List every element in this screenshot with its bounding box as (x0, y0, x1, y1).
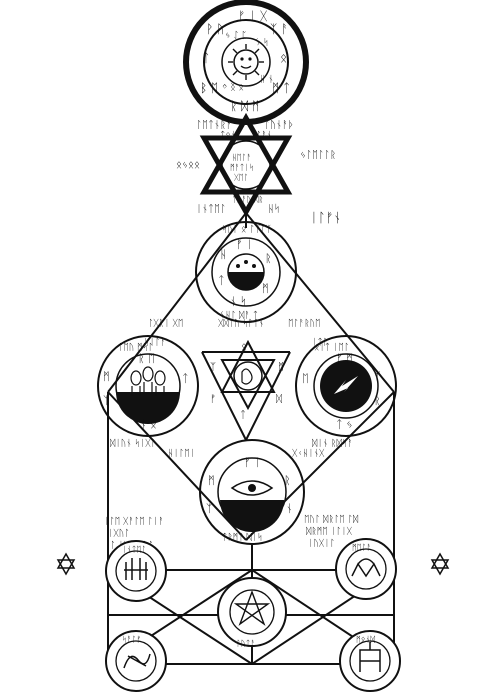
eye-icon (230, 480, 274, 496)
svg-text:ᚺᛖᛚᚨ: ᚺᛖᛚᚨ (232, 153, 251, 162)
svg-text:ᚺᛁᛚᛖᛁ: ᚺᛁᛚᛖᛁ (168, 448, 195, 459)
svg-text:ᛋᛁᛚᚨ: ᛋᛁᛚᚨ (144, 337, 166, 348)
svg-text:ᚷᚲᚺᛁᚾᚷ: ᚷᚲᚺᛁᚾᚷ (292, 448, 325, 459)
svg-text:ᚾ ᛟ: ᚾ ᛟ (140, 418, 157, 431)
svg-text:ᚱ: ᚱ (284, 474, 291, 487)
svg-text:ᛗ: ᛗ (208, 474, 215, 487)
svg-text:ᛗ: ᛗ (262, 282, 269, 295)
svg-text:ᛒ ᛖ: ᛒ ᛖ (200, 81, 218, 95)
svg-text:ᛟ: ᛟ (241, 342, 247, 353)
svg-text:ᚺ: ᚺ (220, 248, 227, 261)
svg-text:ᛗ: ᛗ (103, 370, 110, 383)
left-circle: ᚱ ᛖ ᛗ ᛉ ᛏ ᚾ ᛟ ᛚᛖᚢ ᛗᛋᛚ ᛞᛁᚢᚾ ᛋᛁᚷᛚ (97, 335, 199, 449)
svg-text:ᛊ ᛋ: ᛊ ᛋ (255, 37, 269, 48)
svg-text:ᚾ: ᚾ (286, 502, 293, 515)
svg-text:ᛏᚱᛗᛏ ᛞᛁᛋ: ᛏᚱᛗᛏ ᛞᛁᛋ (222, 532, 263, 543)
svg-text:ᛟᛃᛟᛟ: ᛟᛃᛟᛟ (176, 160, 200, 171)
svg-text:ᛚᚢᛏᚨ: ᛚᚢᛏᚨ (236, 639, 255, 648)
svg-text:ᛏ: ᛏ (218, 274, 225, 287)
svg-text:ᚷᛖᛚ: ᚷᛖᛚ (234, 173, 248, 182)
six-pointed-star-icon (56, 552, 76, 576)
svg-text:ᛉ: ᛉ (103, 394, 110, 407)
svg-text:ᛖᚢᛚ ᛞᚱᛚᛖ ᛚᛞ: ᛖᚢᛚ ᛞᚱᛚᛖ ᛚᛞ (304, 514, 359, 525)
svg-text:ᛚᚨᚾ: ᛚᚨᚾ (256, 130, 272, 141)
svg-text:ᚺ ᚾ: ᚺ ᚾ (260, 74, 274, 85)
svg-text:ᚾ ᛋ: ᚾ ᛋ (230, 295, 247, 308)
svg-text:ᛚᛖᚢ ᛗᛋᛚ: ᛚᛖᚢ ᛗᛋᛚ (118, 342, 153, 353)
bottom-right-top-seal: ᛗᛖᛚᚨ (335, 538, 397, 600)
svg-text:ᛁᚢᚷᛁᛚ: ᛁᚢᚷᛁᛚ (308, 538, 335, 549)
svg-text:ᛞᛁᚾ ᚱᛞᛋᚨ: ᛞᛁᚾ ᚱᛞᛋᚨ (312, 438, 353, 449)
svg-text:ᚱ ᛞ ᛗ: ᚱ ᛞ ᛗ (230, 99, 259, 113)
svg-text:ᚷᛞᛏᚢ ᛋᚨᛏᚾ: ᚷᛞᛏᚢ ᛋᚨᛏᚾ (218, 318, 264, 329)
six-pointed-star-icon (430, 552, 450, 576)
svg-text:ᛞ: ᛞ (276, 394, 282, 405)
svg-text:ᛉ: ᛉ (206, 502, 213, 515)
svg-text:ᚠ ᛁ ᚷ: ᚠ ᛁ ᚷ (238, 9, 267, 23)
top-sun-circle: ᚠ ᛁ ᚷ ᛉ ᚨ ᛟ ᛗ ᛏ ᚱ ᛞ ᛗ ᛒ ᛖ ᛚ ᚹ ᚢ ᛃ ᛇ ᛈ ᛊ … (183, 0, 309, 125)
upper-star-circle: ᚺᛖᛚᚨ ᛗᚨᛏᛁᛋ ᚷᛖᛚ ᛏᛟᚾ ᛚᚨᚾ ᛏᚢᚨᚢ ᛞᚱ (199, 112, 293, 218)
svg-text:ᛉ: ᛉ (374, 370, 381, 383)
svg-text:ᛗ ᛏ: ᛗ ᛏ (272, 81, 290, 95)
svg-text:ᛃᛚᛖᛚᛚᚱ: ᛃᛚᛖᛚᛚᚱ (300, 150, 336, 161)
bottom-right-seal: ᛗᛟᚾᛞ (339, 630, 401, 692)
svg-text:ᚠ ᛗ: ᚠ ᛗ (336, 352, 353, 365)
svg-text:ᛏ: ᛏ (182, 372, 189, 385)
svg-text:ᛋᚨᛚᚠ: ᛋᚨᛚᚠ (122, 635, 141, 644)
bottom-center-seal: ᛚᚢᛏᚨ (217, 577, 287, 648)
svg-text:ᚠ: ᚠ (210, 394, 216, 405)
svg-text:ᛖᛚᚨᚱᚢᛖ: ᛖᛚᚨᚱᚢᛖ (288, 318, 320, 329)
svg-text:ᛚᚷᚱᛁ ᚷᛖ: ᛚᚷᚱᛁ ᚷᛖ (148, 318, 183, 329)
svg-text:ᛁᛚᛖ ᚷᚨᛚᛖ ᛚᛁᚨ: ᛁᛚᛖ ᚷᚨᛚᛖ ᛚᛁᚨ (104, 516, 164, 527)
svg-text:ᛞᚱᛗᛖ ᛁᛚᛁᚷ: ᛞᚱᛗᛖ ᛁᛚᛁᚷ (306, 526, 353, 537)
svg-text:ᚠ ᛁ: ᚠ ᛁ (244, 456, 261, 469)
svg-text:ᛁᚾᛏᛖᛚ: ᛁᚾᛏᛖᛚ (122, 545, 146, 554)
svg-text:ᛗᛖᛚᚨ: ᛗᛖᛚᚨ (352, 543, 371, 552)
svg-text:ᛏᚢᚨᚢ ᛞᚱ: ᛏᚢᚨᚢ ᛞᚱ (232, 195, 263, 204)
svg-text:ᛞᛁᚢᚾ ᛋᛁᚷᛚ: ᛞᛁᚢᚾ ᛋᛁᚷᛚ (110, 438, 156, 449)
bottom-left-top-seal: ᛁᚾᛏᛖᛚ (105, 540, 167, 602)
svg-text:ᛖ: ᛖ (302, 372, 309, 385)
sun-face-icon (228, 44, 264, 80)
svg-text:ᛟ: ᛟ (280, 51, 287, 65)
three-figures-icon (130, 366, 166, 396)
right-circle: ᚠ ᛗ ᛉ ᛖ ᚱ ᛏ ᛃ ᛟᛁᛏ ᛁᛖᛚ ᛞᛁᚾ ᚱᛞᛋᚨ (295, 335, 397, 449)
svg-text:ᚠ ᛁ: ᚠ ᛁ (236, 238, 253, 251)
svg-text:ᛁᚾᛏᛖᛚ: ᛁᚾᛏᛖᛚ (196, 204, 226, 215)
svg-text:ᛋᚢᛚ ᛟ ᛚᛉᛚᛉ: ᛋᚢᛚ ᛟ ᛚᛉᛚᛉ (222, 224, 271, 235)
upper-main-circle: ᚠ ᛁ ᚱ ᛗ ᚾ ᛋ ᛏ ᚺ ᛋᚢᛚ ᛟ ᛚᛉᛚᛉ ᛊᚺᛚ ᛞᚨ ᛏ (195, 221, 297, 323)
svg-text:ᚹ ᚢ: ᚹ ᚢ (206, 22, 224, 36)
svg-text:ᚱ: ᚱ (374, 394, 381, 407)
svg-text:ᛟᛁᛏ ᛁᛖᛚ: ᛟᛁᛏ ᛁᛖᛚ (314, 342, 349, 353)
svg-text:ᛜ ᛝ ᛟ: ᛜ ᛝ ᛟ (222, 82, 244, 93)
lightning-icon (334, 376, 358, 394)
svg-text:ᛊᚺᛚ ᛞᚨ ᛏ: ᛊᚺᛚ ᛞᚨ ᛏ (220, 310, 258, 321)
svg-text:ᛏ ᛃ: ᛏ ᛃ (336, 418, 353, 431)
svg-text:ᛚᚢᚾᚨᚦ: ᛚᚢᚾᚨᚦ (264, 120, 294, 131)
svg-text:ᚺᛋ: ᚺᛋ (268, 203, 280, 215)
center-hexagram: ᛟ ᛉ ᛗ ᚠ ᛞ ᛏ (210, 339, 284, 421)
svg-text:ᛚᛖᛏᚾᚱᚨ: ᛚᛖᛏᚾᚱᚨ (196, 120, 232, 131)
bottom-left-seal: ᛋᚨᛚᚠ (105, 630, 167, 692)
svg-text:ᛁᚷᚢᛚ: ᛁᚷᚢᛚ (108, 528, 130, 539)
svg-text:ᛗ: ᛗ (278, 362, 284, 373)
svg-text:ᛁᛚᚠᚾ: ᛁᛚᚠᚾ (310, 211, 341, 226)
svg-text:ᛉ ᚨ: ᛉ ᚨ (270, 22, 288, 36)
svg-text:ᛗᛟᚾᛞ: ᛗᛟᚾᛞ (356, 635, 375, 644)
svg-text:ᚱ ᛖ: ᚱ ᛖ (138, 352, 155, 365)
svg-text:ᛏᛟᚾ: ᛏᛟᚾ (220, 130, 236, 141)
svg-text:ᛃ ᛇ ᛈ: ᛃ ᛇ ᛈ (225, 30, 247, 41)
svg-text:ᚱ: ᚱ (265, 252, 272, 265)
svg-text:ᛗᚨᛏᛁᛋ: ᛗᚨᛏᛁᛋ (230, 163, 254, 172)
svg-text:ᛉ: ᛉ (210, 362, 216, 373)
svg-text:ᛏ: ᛏ (240, 410, 246, 421)
svg-text:ᛚ: ᛚ (203, 51, 210, 65)
lower-main-circle: ᚠ ᛁ ᛗ ᚱ ᛉ ᚾ ᛏᚱᛗᛏ ᛞᛁᛋ (199, 439, 305, 545)
